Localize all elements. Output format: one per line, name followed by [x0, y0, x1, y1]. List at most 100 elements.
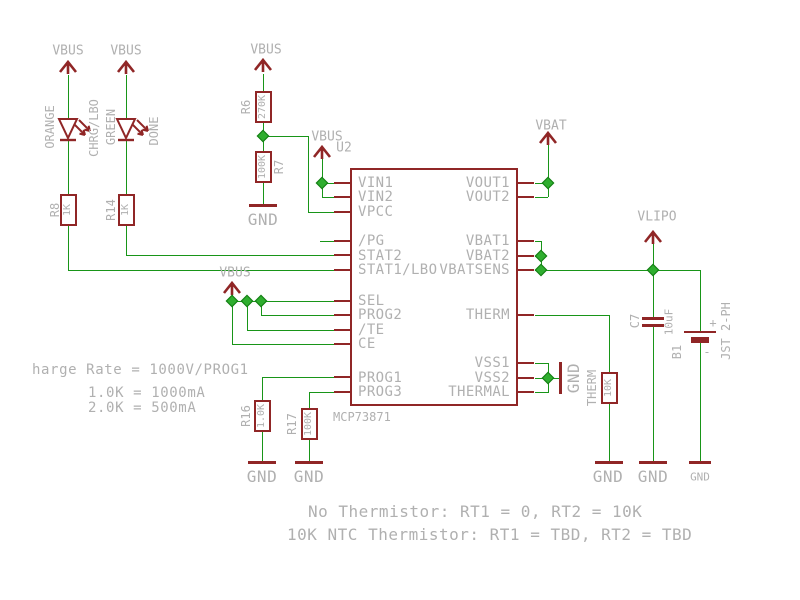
- resistor-r6: [255, 91, 272, 123]
- power-arrow-vbus: [116, 59, 136, 74]
- resistor-ref: R17: [285, 413, 299, 435]
- wire-vss1: [535, 363, 548, 364]
- wire-vpcc: [308, 136, 309, 213]
- pin-stub: [334, 254, 350, 256]
- pin-label-vout1: VOUT1: [465, 175, 510, 191]
- gnd-symbol: [295, 461, 323, 464]
- pin-stub: [518, 314, 534, 316]
- led-color-label: ORANGE: [43, 105, 57, 149]
- resistor-ref: R16: [239, 405, 253, 427]
- wire-vin1: [322, 183, 335, 184]
- wire-vss2: [535, 378, 548, 379]
- ic-refdes: U2: [336, 140, 352, 156]
- junction-dot: [534, 249, 548, 263]
- wire-vbat1: [535, 241, 541, 242]
- wire-stat2: [126, 255, 335, 256]
- resistor-value: 1K: [62, 203, 73, 217]
- pin-stub: [518, 391, 534, 393]
- pin-stub: [518, 196, 534, 198]
- pin-label-vbat1: VBAT1: [465, 233, 510, 249]
- junction-dot: [541, 371, 555, 385]
- gnd-symbol: [639, 461, 667, 464]
- power-arrow-vbus: [312, 144, 332, 159]
- capacitor-value: 10uF: [662, 308, 676, 336]
- gnd-label: GND: [246, 467, 278, 486]
- junction-dot: [541, 176, 555, 190]
- battery-minus: -: [703, 345, 711, 359]
- gnd-label: GND: [592, 467, 624, 486]
- resistor-ref: R7: [272, 159, 286, 175]
- battery-b1-plate-long: [684, 331, 716, 333]
- resistor-r7: [255, 151, 272, 183]
- led-green-icon: [115, 118, 149, 142]
- pin-label-vin1: VIN1: [358, 175, 394, 191]
- resistor-r17: [301, 408, 318, 440]
- resistor-value: 270K: [257, 94, 268, 120]
- resistor-ref: R8: [48, 202, 62, 218]
- note-no-thermistor: No Thermistor: RT1 = 0, RT2 = 10K: [308, 502, 643, 521]
- wire-te: [247, 330, 335, 331]
- battery-plus: +: [709, 316, 717, 330]
- ic-part-number: MCP73871: [333, 410, 391, 424]
- resistor-ref: R14: [104, 199, 118, 221]
- wire: [653, 327, 654, 461]
- wire-vpcc: [263, 136, 309, 137]
- pin-stub: [334, 240, 350, 242]
- pin-stub: [518, 255, 534, 257]
- resistor-ref: THERM: [585, 369, 599, 407]
- resistor-value: 100K: [257, 154, 268, 180]
- wire: [68, 226, 69, 271]
- pin-label-vbat2: VBAT2: [465, 248, 510, 264]
- wire-pg: [320, 241, 334, 242]
- gnd-label: GND: [247, 210, 279, 229]
- pin-label-ce: CE: [358, 336, 376, 352]
- junction-dot: [315, 176, 329, 190]
- wire: [322, 159, 323, 184]
- wire-vin2: [322, 197, 335, 198]
- net-label-vlipo: VLIPO: [637, 209, 677, 225]
- pin-label-te: /TE: [358, 322, 385, 338]
- gnd-symbol: [249, 204, 277, 207]
- resistor-value: 100K: [303, 411, 314, 437]
- gnd-symbol: [248, 461, 276, 464]
- power-arrow-vbus: [58, 59, 78, 74]
- battery-b1-plate-short: [691, 337, 709, 343]
- pin-stub: [334, 196, 350, 198]
- capacitor-c7-plate: [642, 317, 664, 320]
- note-rate-1k: 1.0K = 1000mA: [88, 385, 206, 401]
- wire: [700, 343, 701, 461]
- pin-stub: [334, 343, 350, 345]
- battery-ref: B1: [670, 344, 684, 360]
- wire-thermal: [535, 392, 548, 393]
- pin-label-pg: /PG: [358, 233, 385, 249]
- led-function-label: DONE: [147, 116, 161, 146]
- wire: [126, 75, 127, 119]
- resistor-r8: [60, 194, 77, 226]
- pin-label-prog1: PROG1: [358, 370, 403, 386]
- pin-label-therm: THERM: [465, 307, 510, 323]
- pin-stub: [334, 391, 350, 393]
- resistor-value: 1K: [120, 203, 131, 217]
- wire: [700, 270, 701, 331]
- net-label-vbus: VBUS: [311, 129, 343, 145]
- pin-stub: [334, 329, 350, 331]
- wire: [126, 140, 127, 194]
- wire-prog3: [309, 392, 335, 393]
- wire: [126, 226, 127, 256]
- wire-vbatsens: [535, 270, 700, 271]
- battery-value: JST 2-PH: [719, 302, 733, 360]
- wire: [309, 392, 310, 408]
- wire-therm: [535, 315, 609, 316]
- pin-label-vpcc: VPCC: [358, 204, 394, 220]
- pin-stub: [518, 182, 534, 184]
- pin-stub: [334, 376, 350, 378]
- power-arrow-vbat: [538, 130, 558, 145]
- power-arrow-vbus: [253, 57, 273, 72]
- pin-stub: [518, 362, 534, 364]
- wire: [609, 404, 610, 461]
- wire: [262, 377, 263, 400]
- pin-stub: [518, 377, 534, 379]
- power-arrow-vbus: [222, 280, 242, 295]
- wire: [263, 183, 264, 204]
